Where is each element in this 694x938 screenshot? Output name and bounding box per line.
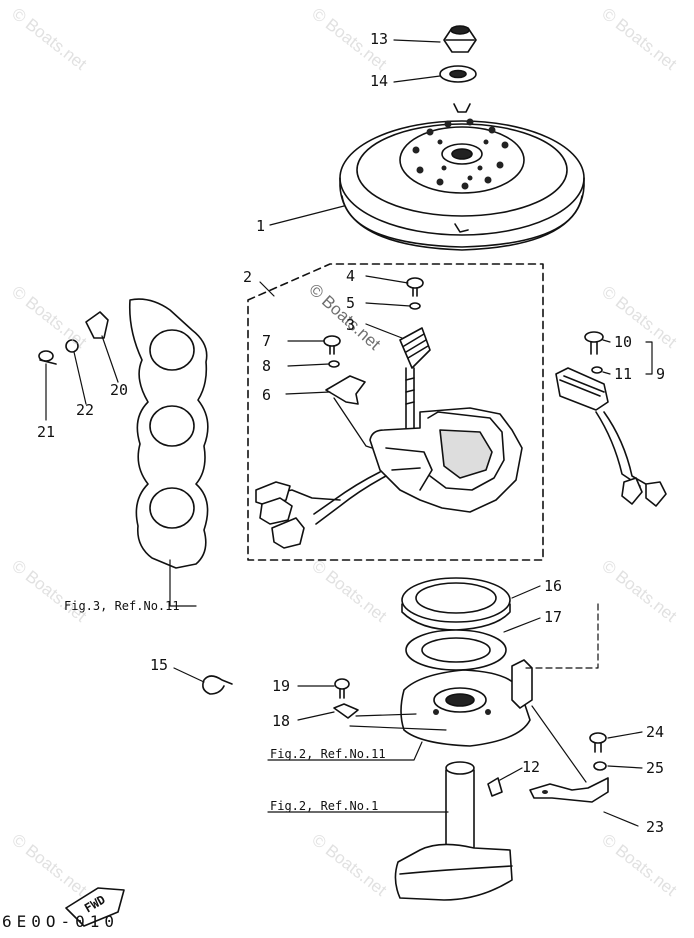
callout-20: 20 [110, 381, 129, 399]
callout-25: 25 [646, 759, 665, 777]
callout-18: 18 [272, 712, 291, 730]
callout-7: 7 [262, 332, 272, 350]
assembly-box-2 [247, 263, 544, 561]
screw-part-19 [334, 678, 350, 699]
reference-fig2-11: Fig.2, Ref.No.11 [270, 747, 386, 761]
bolt-part-21 [38, 350, 57, 365]
fwd-arrow [65, 887, 125, 927]
key-part-12 [487, 777, 503, 797]
plate-part-6 [325, 375, 366, 405]
ring-part-17 [405, 629, 507, 671]
magneto-base [400, 659, 533, 747]
flywheel-part-1 [339, 103, 585, 251]
callout-8: 8 [262, 357, 272, 375]
reference-fig3: Fig.3, Ref.No.11 [64, 599, 180, 613]
callout-17: 17 [544, 608, 563, 626]
callout-4: 4 [346, 267, 356, 285]
callout-19: 19 [272, 677, 291, 695]
lighting-coil-part-3 [399, 327, 431, 431]
nut-part-13 [443, 25, 477, 53]
callout-24: 24 [646, 723, 665, 741]
callout-11: 11 [614, 365, 633, 383]
callout-12: 12 [522, 758, 541, 776]
stator-base [369, 407, 523, 513]
washer-part-5 [409, 302, 421, 310]
callout-21: 21 [37, 423, 56, 441]
callout-23: 23 [646, 818, 665, 836]
bracket-part-20 [85, 311, 109, 339]
callout-14: 14 [370, 72, 389, 90]
plate-part-18 [333, 703, 359, 719]
intake-manifold [128, 298, 209, 569]
crankshaft [394, 761, 513, 901]
washer-part-22 [65, 339, 79, 353]
clip-part-15 [202, 675, 233, 695]
callout-5: 5 [346, 294, 356, 312]
callout-15: 15 [150, 656, 169, 674]
ring-part-16 [401, 577, 511, 631]
screw-part-7 [323, 335, 341, 355]
leader-lines [45, 39, 653, 827]
callout-2: 2 [243, 268, 253, 286]
wire-harness [255, 471, 387, 549]
reference-fig2-1: Fig.2, Ref.No.1 [270, 799, 379, 813]
callout-22: 22 [76, 401, 95, 419]
callout-6: 6 [262, 386, 272, 404]
cdi-unit-part-9 [555, 331, 667, 507]
bracket-part-23 [529, 777, 609, 803]
washer-part-14 [439, 65, 477, 83]
washer-part-8 [328, 360, 340, 368]
screw-part-4 [406, 277, 424, 297]
bolt-part-24 [589, 732, 607, 753]
callout-16: 16 [544, 577, 563, 595]
callout-9: 9 [656, 365, 666, 383]
callout-10: 10 [614, 333, 633, 351]
callout-1: 1 [256, 217, 266, 235]
washer-part-25 [593, 761, 607, 771]
callout-13: 13 [370, 30, 389, 48]
diagram-code: 6E0O-010 [2, 912, 120, 931]
callout-3: 3 [346, 316, 356, 334]
